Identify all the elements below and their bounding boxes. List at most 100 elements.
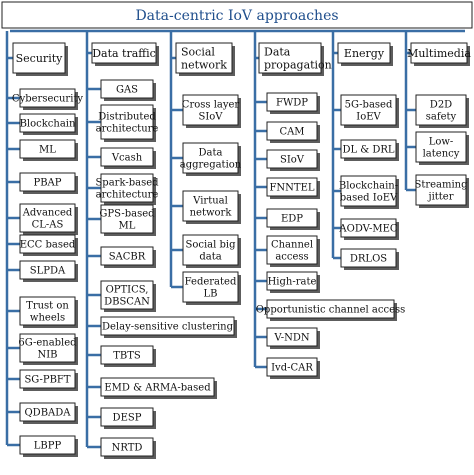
box-frame bbox=[340, 218, 397, 238]
box-frame bbox=[266, 357, 318, 377]
item-box: CAM bbox=[266, 121, 320, 143]
box-frame bbox=[175, 42, 233, 74]
box-frame bbox=[182, 271, 239, 303]
category-box-label: Data bbox=[264, 45, 291, 58]
item-box-label: jitter bbox=[427, 191, 453, 202]
item-box: Vcash bbox=[100, 147, 156, 169]
title-box: Data-centric IoV approaches bbox=[1, 1, 473, 29]
item-box-label: ECC based bbox=[20, 240, 76, 251]
item-box-label: based IoEV bbox=[340, 192, 398, 203]
item-box-label: Spark-based bbox=[95, 178, 159, 189]
item-box-label: SIoV bbox=[280, 155, 305, 166]
connector-lines bbox=[5, 29, 465, 449]
box-frame bbox=[19, 203, 76, 233]
box-frame bbox=[100, 280, 154, 310]
box-frame bbox=[337, 42, 391, 64]
item-box-label: EMD & ARMA-based bbox=[104, 383, 211, 394]
item-box-label: Distributed bbox=[98, 112, 156, 123]
box-frame bbox=[12, 42, 66, 74]
item-box-label: DL & DRL bbox=[342, 145, 394, 156]
box-frame bbox=[19, 435, 76, 455]
item-box: DRLOS bbox=[340, 248, 399, 270]
item-box-label: V-NDN bbox=[273, 333, 309, 344]
item-box-label: Channel bbox=[271, 240, 313, 251]
item-box-label: SIoV bbox=[198, 111, 223, 122]
item-box-label: data bbox=[199, 251, 221, 262]
item-box: FNNTEL bbox=[266, 177, 320, 199]
category-box-label: network bbox=[181, 58, 227, 71]
box-frame bbox=[100, 79, 154, 99]
box-frame bbox=[100, 377, 215, 397]
box-frame bbox=[340, 139, 397, 159]
title-box-label: Data-centric IoV approaches bbox=[135, 8, 338, 24]
item-box-label: wheels bbox=[30, 312, 65, 323]
box-frame bbox=[266, 92, 318, 112]
item-box: Blockchain bbox=[19, 113, 78, 135]
item-box: DESP bbox=[100, 407, 156, 429]
item-box-label: NRTD bbox=[112, 443, 143, 454]
box-frame bbox=[182, 94, 239, 126]
box-frame bbox=[266, 235, 318, 265]
box-frame bbox=[266, 121, 318, 141]
item-box-label: D2D bbox=[430, 100, 452, 111]
item-box-label: 5G-based bbox=[345, 100, 393, 111]
category-box-label: Energy bbox=[344, 47, 385, 60]
item-box-label: DBSCAN bbox=[104, 296, 150, 307]
item-box-label: LB bbox=[204, 288, 218, 299]
category-box-label: Data traffic bbox=[92, 47, 156, 60]
box-frame bbox=[19, 402, 76, 422]
box-frame bbox=[100, 246, 154, 266]
item-box-label: AODV-MEC bbox=[338, 224, 397, 235]
item-box-label: OPTICS, bbox=[106, 285, 149, 296]
item-box-label: TBTS bbox=[113, 351, 141, 362]
item-box: LBPP bbox=[19, 435, 78, 457]
item-box-label: Low- bbox=[429, 137, 454, 148]
item-box-label: QDBADA bbox=[24, 408, 71, 419]
item-box-label: Data bbox=[199, 148, 223, 159]
item-box-label: GAS bbox=[116, 85, 138, 96]
item-box-label: PBAP bbox=[33, 178, 61, 189]
item-box: AODV-MEC bbox=[338, 218, 399, 240]
item-box: Opportunistic channel access bbox=[256, 299, 406, 321]
item-box-label: Blockchain- bbox=[339, 181, 398, 192]
box-frame bbox=[19, 234, 76, 254]
item-box: TBTS bbox=[100, 345, 156, 367]
box-frame bbox=[19, 172, 76, 192]
item-box-label: Delay-sensitive clustering bbox=[102, 322, 234, 333]
item-box-label: FNNTEL bbox=[269, 183, 314, 194]
item-box-label: Advanced bbox=[22, 208, 73, 219]
box-frame bbox=[19, 296, 76, 326]
item-box: DL & DRL bbox=[340, 139, 399, 161]
box-frame bbox=[340, 94, 397, 126]
box-frame bbox=[415, 94, 467, 126]
box-frame bbox=[100, 173, 154, 203]
item-box-label: FWDP bbox=[276, 98, 308, 109]
box-frame bbox=[91, 42, 157, 64]
diagram-boxes: Data-centric IoV approachesSecurityCyber… bbox=[1, 1, 473, 459]
item-box-label: latency bbox=[423, 148, 460, 159]
box-frame bbox=[266, 149, 318, 169]
item-box-label: network bbox=[190, 207, 233, 218]
category-box-label: Social bbox=[181, 45, 215, 58]
item-box: Blockchain-based IoEV bbox=[339, 175, 399, 209]
item-box-label: DESP bbox=[113, 413, 142, 424]
box-frame bbox=[258, 42, 322, 74]
item-box: SG-PBFT bbox=[19, 369, 78, 391]
item-box-label: Vcash bbox=[111, 153, 143, 164]
item-box-label: CL-AS bbox=[32, 219, 64, 230]
category-box-label: propagation bbox=[264, 58, 332, 71]
item-box: EMD & ARMA-based bbox=[100, 377, 217, 399]
item-box-label: NIB bbox=[37, 349, 57, 360]
box-frame bbox=[100, 437, 154, 457]
item-box: GAS bbox=[100, 79, 156, 101]
item-box-label: Opportunistic channel access bbox=[256, 305, 406, 316]
item-box-label: Blockchain bbox=[20, 119, 76, 130]
